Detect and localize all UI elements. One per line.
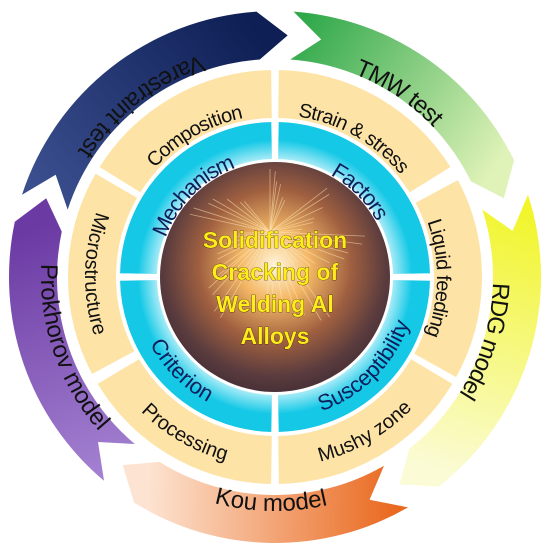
spark-line [213, 231, 271, 280]
spark-line [214, 231, 271, 312]
rdg-model-arrow-shape [399, 194, 541, 487]
spark-line [269, 231, 316, 264]
core-title-line-2: Cracking of [212, 259, 339, 285]
spark-line [212, 231, 271, 295]
spark-line [269, 181, 278, 233]
spark-line [260, 231, 271, 282]
liquid-feeding-segment: Liquid feeding [411, 177, 484, 380]
spark-line [226, 198, 271, 233]
spark-line [269, 231, 363, 245]
spark-line [217, 231, 271, 260]
spark-line [269, 231, 297, 317]
spark-line [269, 217, 314, 233]
spark-line [212, 198, 271, 233]
spark-line [269, 231, 365, 237]
microstructure-segment: Microstructure [66, 171, 140, 377]
spark-line [269, 231, 349, 254]
spark-line [208, 231, 271, 289]
spark-line [189, 213, 271, 233]
spark-line [269, 231, 305, 316]
spark-line [269, 231, 330, 318]
tmw-test-arrow-shape [290, 11, 515, 199]
susceptibility-segment-shape [276, 278, 432, 434]
center-core: Solidification Cracking of Welding Al Al… [160, 162, 390, 392]
spark-line [269, 197, 284, 233]
core-title-line-4: Alloys [240, 323, 309, 349]
factors-segment-shape [276, 120, 432, 276]
mechanism-segment-shape [118, 120, 274, 276]
prokhorov-model-arrow-shape [9, 198, 135, 481]
spark-line [217, 231, 271, 255]
criterion-segment-shape [118, 278, 274, 434]
spark-line [269, 231, 322, 321]
spark-line [255, 231, 271, 266]
spark-line [266, 231, 271, 294]
spark-line [269, 200, 286, 233]
kou-model-arrow-shape [122, 461, 408, 543]
welding-sparks-image [160, 162, 390, 392]
mushy-zone-segment-shape [276, 356, 456, 486]
liquid-feeding-segment-shape [411, 177, 484, 380]
spark-line [211, 231, 271, 274]
spark-line [269, 184, 281, 233]
spark-line [240, 202, 271, 233]
spark-line [269, 194, 330, 233]
processing-segment-shape [94, 356, 274, 486]
core-title-line-1: Solidification [203, 227, 347, 253]
spark-line [257, 231, 271, 279]
spark-line [237, 231, 271, 237]
sparks-decoration [189, 169, 365, 321]
spark-line [269, 231, 298, 263]
microstructure-segment-shape [66, 171, 140, 377]
spark-line [243, 201, 271, 233]
spark-line [269, 171, 276, 233]
spark-line [269, 231, 284, 307]
spark-line [226, 231, 271, 245]
spark-line [269, 231, 330, 264]
composition-segment-shape [96, 68, 274, 196]
spark-line [269, 231, 311, 267]
kou-model-label: Kou model [213, 483, 329, 517]
spark-line [269, 222, 314, 233]
spark-line [269, 187, 328, 233]
core-title-line-3: Welding Al [216, 291, 334, 317]
spark-line [269, 207, 323, 233]
strain-stress-segment-shape [276, 68, 454, 196]
spark-line [239, 231, 271, 234]
spark-line [208, 202, 271, 233]
varestraint-test-arrow-shape [22, 11, 288, 210]
spark-line [269, 231, 345, 260]
spark-line [269, 228, 302, 233]
spark-line [193, 207, 271, 233]
spark-line [269, 231, 274, 296]
spark-line [220, 231, 271, 318]
